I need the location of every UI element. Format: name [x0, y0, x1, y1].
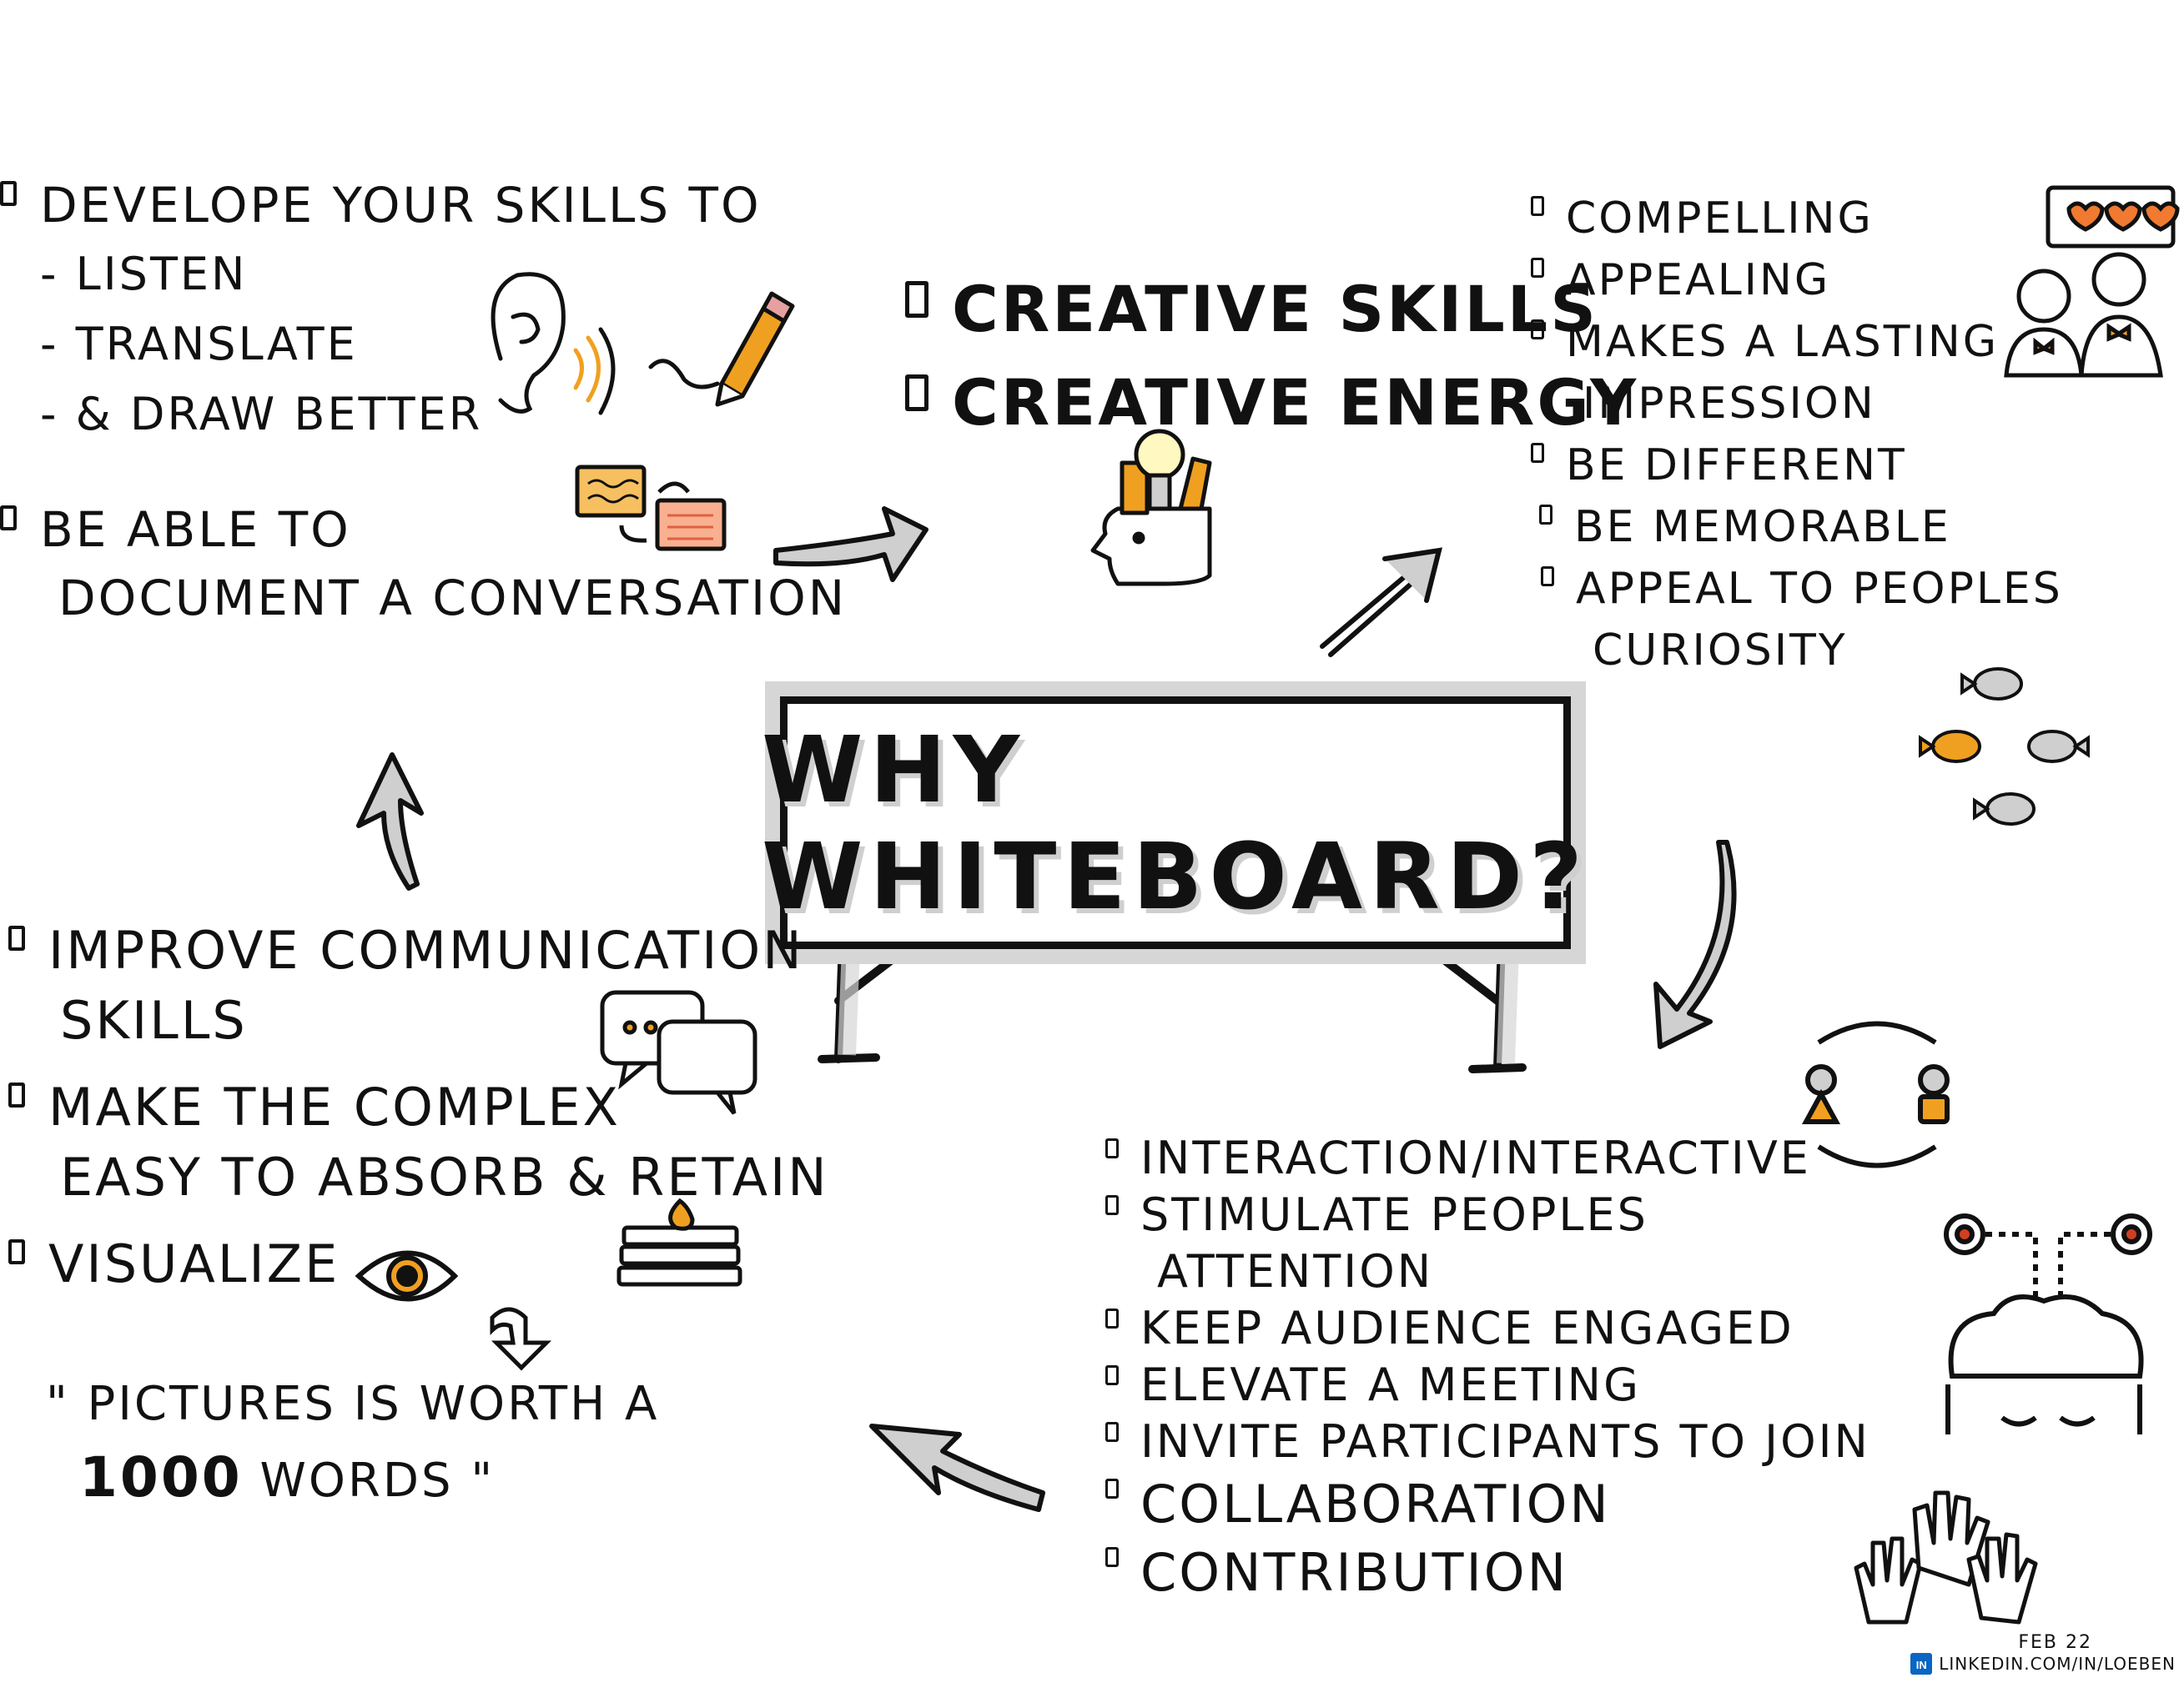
stacked-pages-icon — [616, 1198, 742, 1287]
checkbox-icon — [0, 181, 17, 206]
arrow-up — [356, 752, 424, 891]
list-item: - & DRAW BETTER — [40, 388, 483, 440]
whiteboard: WHY WHITEBOARD? — [762, 696, 1583, 949]
list-item: APPEALING — [1531, 249, 2063, 311]
arrow-right-top — [773, 506, 928, 582]
checkbox-icon — [1531, 443, 1544, 463]
list-item: COMPELLING — [1531, 188, 2063, 249]
happy-people-icon — [2004, 252, 2163, 378]
exchange-people-icon — [1801, 1021, 1950, 1168]
list-item: INVITE PARTICIPANTS TO JOIN — [1105, 1414, 1870, 1470]
pencil-icon — [648, 291, 795, 407]
whiteboard-legs-shadow — [838, 946, 1519, 1064]
quote-line: 1000 WORDS " — [79, 1445, 496, 1510]
ear-icon — [491, 272, 616, 415]
list-item: APPEAL TO PEOPLES — [1531, 558, 2063, 620]
list-item: ATTENTION — [1157, 1245, 1434, 1298]
checkbox-icon — [1105, 1479, 1119, 1499]
list-item: KEEP AUDIENCE ENGAGED — [1105, 1300, 1870, 1357]
checkbox-icon — [1539, 505, 1552, 525]
checkbox-icon — [0, 505, 17, 530]
hearts-board-icon — [2046, 185, 2180, 249]
whiteboard-legs — [818, 938, 1527, 1073]
list-item: - TRANSLATE — [40, 318, 358, 370]
list-item: DEVELOPE YOUR SKILLS TO — [0, 171, 847, 239]
list-item: STIMULATE PEOPLES — [1105, 1187, 1870, 1243]
communication-list: IMPROVE COMMUNICATION SKILLS MAKE THE CO… — [8, 916, 829, 1299]
swap-cards-icon — [575, 465, 727, 551]
list-item: BE DIFFERENT — [1531, 435, 2063, 496]
appeal-list: COMPELLING APPEALING MAKES A LASTING IMP… — [1531, 188, 2063, 681]
quote: " PICTURES IS WORTH A 1000 WORDS " — [46, 1368, 659, 1518]
footer: FEB 22 in LINKEDIN.COM/IN/LOEBEN — [1910, 1632, 2176, 1675]
list-item: EASY TO ABSORB & RETAIN — [60, 1147, 829, 1208]
linkedin-icon: in — [1910, 1653, 1933, 1675]
list-item: BE ABLE TO — [0, 495, 847, 564]
fish-school-icon — [1919, 667, 2090, 826]
arrow-up-right — [1320, 547, 1443, 657]
checkbox-icon — [8, 1083, 25, 1108]
quote-line: " PICTURES IS WORTH A — [46, 1377, 660, 1431]
list-item: CREATIVE ENERGY — [905, 356, 1638, 450]
checkbox-icon — [8, 926, 25, 951]
creative-head-icon — [1090, 429, 1212, 586]
checkbox-icon — [905, 374, 928, 411]
list-item: DOCUMENT A CONVERSATION — [58, 570, 848, 626]
list-item: MAKE THE COMPLEX — [8, 1073, 829, 1143]
speech-bubbles-icon — [600, 990, 757, 1115]
list-item: MAKES A LASTING — [1531, 311, 2063, 373]
checkbox-icon — [1105, 1422, 1119, 1442]
curved-arrow-icon — [490, 1307, 552, 1371]
checkbox-icon — [1105, 1547, 1119, 1567]
quote-number: 1000 — [79, 1445, 243, 1510]
list-item: COLLABORATION — [1105, 1470, 1870, 1539]
checkbox-icon — [8, 1239, 25, 1264]
checkbox-icon — [1105, 1195, 1119, 1215]
list-item: SKILLS — [60, 990, 248, 1051]
interaction-list: INTERACTION/INTERACTIVE STIMULATE PEOPLE… — [1105, 1130, 1870, 1607]
arrow-down — [1653, 840, 1737, 1049]
checkbox-icon — [905, 281, 928, 318]
list-item: CONTRIBUTION — [1105, 1539, 1870, 1607]
eye-icon — [355, 1250, 459, 1302]
list-item: CREATIVE SKILLS — [905, 263, 1638, 356]
checkbox-icon — [1105, 1365, 1119, 1385]
list-item: BE MEMORABLE — [1531, 496, 2063, 558]
list-item: IMPRESSION — [1583, 379, 1876, 429]
checkbox-icon — [1531, 196, 1544, 216]
linkedin-link[interactable]: in LINKEDIN.COM/IN/LOEBEN — [1910, 1653, 2176, 1675]
linkedin-url: LINKEDIN.COM/IN/LOEBEN — [1939, 1654, 2176, 1674]
creative-list: CREATIVE SKILLS CREATIVE ENERGY — [905, 263, 1638, 450]
checkbox-icon — [1105, 1138, 1119, 1158]
whiteboard-title: WHY WHITEBOARD? — [762, 716, 1589, 930]
arrow-left-bottom — [869, 1424, 1045, 1512]
list-item: - LISTEN — [40, 248, 248, 300]
list-item: INTERACTION/INTERACTIVE — [1105, 1130, 1870, 1187]
list-item: ELEVATE A MEETING — [1105, 1357, 1870, 1414]
list-item: IMPROVE COMMUNICATION — [8, 916, 829, 986]
brain-icon — [1944, 1213, 2152, 1434]
checkbox-icon — [1531, 319, 1544, 339]
checkbox-icon — [1541, 566, 1554, 586]
raised-hands-icon — [1854, 1490, 2038, 1625]
skills-list: DEVELOPE YOUR SKILLS TO - LISTEN - TRANS… — [0, 171, 847, 632]
list-item: CURIOSITY — [1593, 625, 1848, 676]
checkbox-icon — [1105, 1309, 1119, 1329]
date-label: FEB 22 — [2018, 1632, 2092, 1653]
list-item: VISUALIZE — [8, 1229, 829, 1299]
checkbox-icon — [1531, 258, 1544, 278]
